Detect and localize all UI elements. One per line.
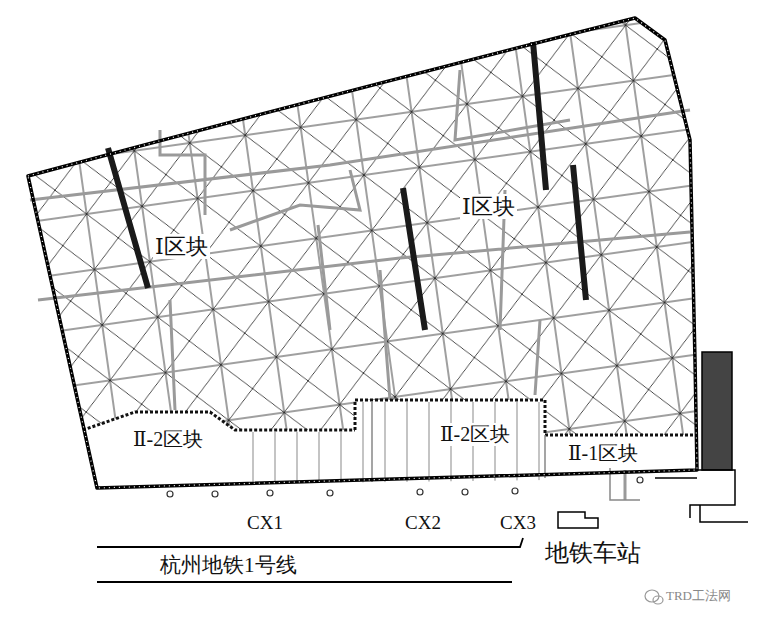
watermark: TRD工法网: [664, 589, 733, 604]
zone-ii-fill: [240, 402, 545, 484]
station-structure-lines: [655, 470, 748, 522]
monitor-label: CX3: [498, 512, 538, 534]
zone-label: Ⅱ-1区块: [566, 442, 640, 465]
zone-label: Ⅰ区块: [153, 234, 210, 259]
station-label: 地铁车站: [543, 540, 643, 568]
subway-station: [558, 512, 598, 528]
zone-label: Ⅱ-2区块: [131, 428, 205, 451]
zone-label: Ⅱ-2区块: [438, 423, 512, 446]
line-label: 杭州地铁1号线: [158, 553, 299, 577]
site-boundary: [28, 18, 697, 488]
strut-band: [108, 42, 586, 330]
station-structure: [702, 352, 732, 470]
zone-ii-inner: [372, 402, 640, 500]
subway-line: [97, 538, 523, 582]
zone-label: Ⅰ区块: [460, 194, 517, 219]
monitor-label: CX1: [245, 512, 285, 534]
zone-i-mesh: [28, 18, 697, 435]
monitor-label: CX2: [403, 512, 443, 534]
watermark-icon: [645, 590, 663, 604]
monitor-points: [167, 477, 643, 497]
boundary-dots: [28, 18, 697, 488]
